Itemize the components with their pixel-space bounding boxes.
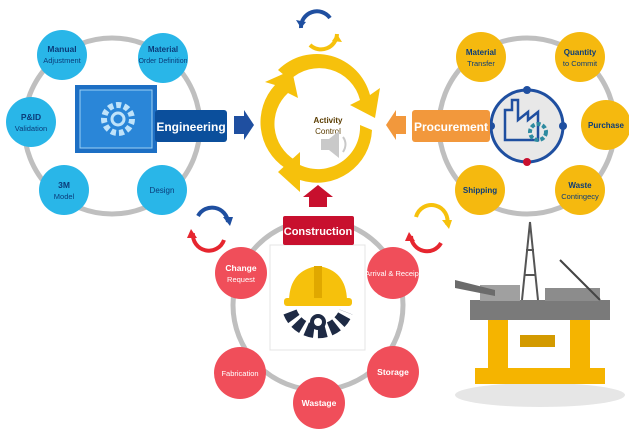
construction-cluster: Change Request Arrival & Receipt Fabrica… [214,216,422,429]
node-bold-label: Purchase [588,121,625,130]
node-purchase [581,100,629,150]
procurement-cluster: Material Transfer Quantity to Commit Pur… [386,32,629,217]
blueprint-gear-icon [75,85,157,153]
engineering-title: Engineering [156,120,225,134]
dot [523,86,531,94]
node-bold-label: Storage [377,367,409,377]
arrow-up-icon [303,185,333,207]
dot [523,158,531,166]
node-sub-label: Fabrication [221,369,258,378]
node-sub-label: Order Definition [138,58,187,65]
engineering-cluster: Manual Adjustment Material Order Definit… [6,30,254,217]
activity-control: Activity Control [260,9,380,207]
cycle-arrow-segment [278,125,372,192]
dot [559,122,567,130]
cycle-arrow-segment [260,70,298,168]
node-material-transfer [456,32,506,82]
node-sub-label: Model [54,192,75,201]
arrow-right-icon [234,110,254,140]
node-change-request [215,247,267,299]
engineering-header [155,110,227,142]
node-bold-label: Wastage [302,398,337,408]
node-sub-label: to Commit [563,59,598,68]
node-sub-label: Request [227,275,256,284]
cycle-arrow-segment [278,53,380,118]
node-manual-adjustment [37,30,87,80]
node-bold-label: Material [466,48,496,57]
offshore-rig-image [455,221,625,407]
node-bold-label: Manual [47,44,76,54]
cycle-icon-right [405,203,452,254]
procurement-header [412,110,490,142]
cycle-icon-left [187,205,233,253]
center-line2: Control [315,127,341,136]
node-sub-label: Arrival & Receipt [365,269,422,278]
node-bold-label: Shipping [463,186,497,195]
gear-shape [528,122,548,142]
procurement-title: Procurement [414,120,488,134]
node-sub-label: Validation [15,124,47,133]
node-sub-label: Contingecy [561,192,599,201]
node-sub-label: Transfer [467,59,495,68]
node-waste-contingecy [555,165,605,215]
node-3m-model [39,165,89,215]
arrow-left-icon [386,110,406,140]
node-shipping [455,165,505,215]
node-pid-validation [6,97,56,147]
node-bold-label: Material [148,45,178,54]
node-sub-label: Adjustment [43,56,81,65]
factory-gear-icon [489,88,565,164]
construction-title: Construction [284,226,353,238]
hardhat-gear-icon [283,266,353,339]
node-storage [367,346,419,398]
node-bold-label: 3M [58,180,70,190]
node-bold-label: Change [225,263,256,273]
node-arrival-receipt [367,247,419,299]
node-sub-label: Design [150,186,175,195]
node-design [137,165,187,215]
construction-header [283,216,354,245]
node-bold-label: Quantity [564,48,597,57]
center-line1: Activity [314,116,343,125]
node-wastage [293,377,345,429]
node-fabrication [214,347,266,399]
small-cycle-icon [296,9,342,52]
node-quantity-to-commit [555,32,605,82]
factory-shape [503,98,540,142]
node-bold-label: P&ID [21,112,41,122]
node-bold-label: Waste [568,181,592,190]
speaker-icon[interactable] [321,131,347,158]
node-material-order-definition [138,33,188,83]
